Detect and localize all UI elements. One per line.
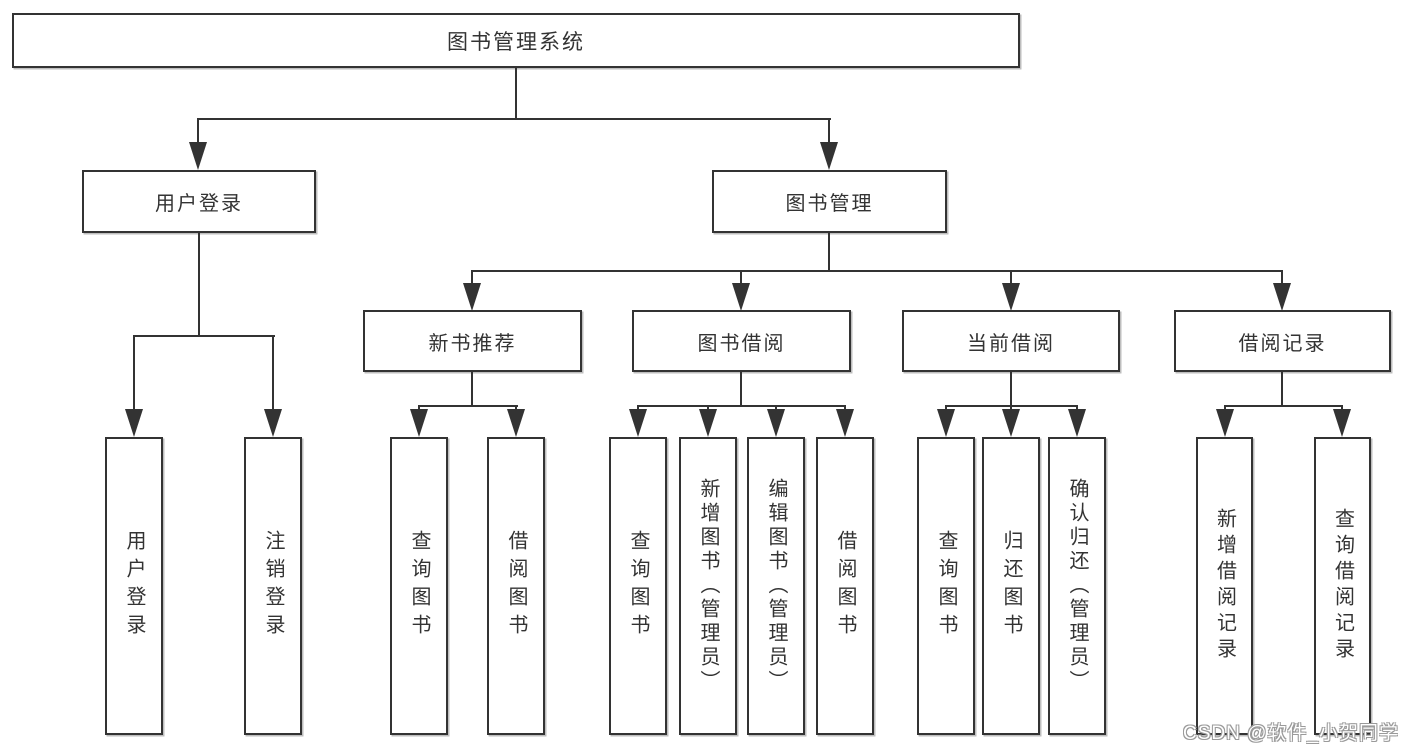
connector-line [197,118,831,120]
node-library-management-system: 图书管理系统 [12,13,1020,68]
leaf-return-books: 归还图书 [982,437,1040,735]
leaf-edit-books-admin: 编辑图书（管理员） [747,437,805,735]
node-label: 借阅记录 [1238,332,1327,355]
connector-line [1281,270,1283,285]
node-label: 图书管理 [785,193,874,215]
node-label: 用户登录 [155,193,243,215]
leaf-label: 新增借阅记录 [1213,508,1236,664]
connector-line [1224,405,1343,407]
arrow-down-icon [125,409,143,437]
connector-line [1281,372,1283,407]
connector-line [828,118,830,146]
leaf-label: 用户登录 [123,530,145,642]
connector-line [740,372,742,407]
arrow-down-icon [836,409,854,437]
arrow-down-icon [820,142,838,170]
leaf-borrow-books-borrowing: 借阅图书 [816,437,874,735]
connector-line [133,335,275,337]
node-new-book-recommend: 新书推荐 [363,310,582,372]
leaf-label: 查询借阅记录 [1331,508,1354,664]
arrow-down-icon [189,142,207,170]
leaf-confirm-return-admin: 确认归还（管理员） [1048,437,1106,735]
leaf-logout-login: 注销登录 [244,437,302,735]
arrow-down-icon [767,409,785,437]
connector-line [515,68,517,119]
connector-line [1010,372,1012,407]
arrow-down-icon [1333,409,1351,437]
leaf-query-books-borrowing: 查询图书 [609,437,667,735]
connector-line [198,233,200,337]
connector-line [471,270,473,285]
connector-line [133,335,135,411]
leaf-label: 确认归还（管理员） [1066,478,1088,694]
leaf-label: 归还图书 [1000,530,1022,642]
node-label: 图书管理系统 [447,30,585,54]
leaf-label: 查询图书 [627,530,649,642]
connector-line [1010,270,1012,285]
leaf-label: 注销登录 [262,530,284,642]
arrow-down-icon [507,409,525,437]
arrow-down-icon [1273,283,1291,311]
arrow-down-icon [264,409,282,437]
arrow-down-icon [699,409,717,437]
leaf-add-borrow-record: 新增借阅记录 [1196,437,1253,735]
leaf-label: 借阅图书 [834,530,856,642]
connector-line [418,405,518,407]
leaf-borrow-books-recommend: 借阅图书 [487,437,545,735]
connector-line [272,335,274,411]
leaf-label: 查询图书 [408,530,430,642]
node-label: 图书借阅 [697,332,786,355]
leaf-query-borrow-record: 查询借阅记录 [1314,437,1371,735]
node-current-borrowing: 当前借阅 [902,310,1120,372]
leaf-query-books-recommend: 查询图书 [390,437,448,735]
leaf-label: 新增图书（管理员） [697,478,719,694]
connector-line [637,405,846,407]
leaf-add-books-admin: 新增图书（管理员） [679,437,737,735]
arrow-down-icon [1002,283,1020,311]
arrow-down-icon [937,409,955,437]
leaf-label: 查询图书 [935,530,957,642]
node-label: 当前借阅 [967,332,1055,355]
leaf-user-login: 用户登录 [105,437,163,735]
node-book-borrowing: 图书借阅 [632,310,851,372]
leaf-label: 编辑图书（管理员） [765,478,787,694]
arrow-down-icon [629,409,647,437]
connector-line [471,372,473,407]
connector-line [828,233,830,272]
leaf-label: 借阅图书 [505,530,527,642]
node-label: 新书推荐 [428,332,517,355]
csdn-watermark: CSDN @软件_小贺同学 [1183,723,1399,744]
arrow-down-icon [1068,409,1086,437]
node-borrowing-records: 借阅记录 [1174,310,1391,372]
connector-line [471,270,1283,272]
node-user-login: 用户登录 [82,170,316,233]
connector-line [197,118,199,146]
arrow-down-icon [732,283,750,311]
arrow-down-icon [410,409,428,437]
leaf-query-books-current: 查询图书 [917,437,975,735]
arrow-down-icon [463,283,481,311]
node-book-management: 图书管理 [712,170,947,233]
arrow-down-icon [1216,409,1234,437]
connector-line [740,270,742,285]
arrow-down-icon [1002,409,1020,437]
